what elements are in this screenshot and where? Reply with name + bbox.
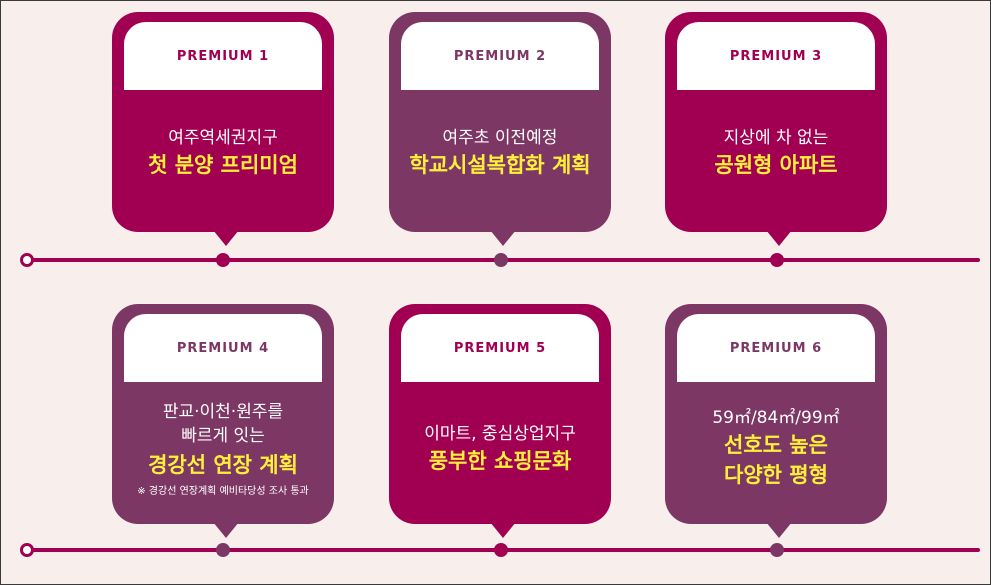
card-headline-2: 다양한 평형 [724, 463, 828, 487]
card-text: 59㎡/84㎡/99㎡ 선호도 높은 다양한 평형 [665, 406, 887, 490]
timeline-dot-3 [770, 253, 784, 267]
timeline-top [20, 253, 980, 267]
card-pointer [490, 522, 516, 538]
card-tab: PREMIUM 1 [124, 22, 322, 90]
card-pointer [213, 230, 239, 246]
premium-card-6: PREMIUM 6 59㎡/84㎡/99㎡ 선호도 높은 다양한 평형 [665, 304, 887, 538]
premium-label: PREMIUM 3 [729, 48, 823, 64]
card-subtitle: 59㎡/84㎡/99㎡ [712, 408, 840, 428]
card-tab: PREMIUM 5 [401, 314, 599, 382]
timeline-start-marker [20, 253, 34, 267]
card-subtitle: 판교·이천·원주를 [162, 402, 284, 422]
premium-card-3: PREMIUM 3 지상에 차 없는 공원형 아파트 [665, 12, 887, 246]
card-headline: 선호도 높은 [724, 433, 828, 457]
timeline-bottom [20, 543, 980, 557]
card-subtitle: 이마트, 중심상업지구 [424, 424, 576, 444]
premium-label: PREMIUM 4 [176, 340, 270, 356]
premium-label: PREMIUM 6 [729, 340, 823, 356]
card-tab: PREMIUM 6 [677, 314, 875, 382]
card-text: 이마트, 중심상업지구 풍부한 쇼핑문화 [389, 422, 611, 476]
card-tab: PREMIUM 3 [677, 22, 875, 90]
premium-card-1: PREMIUM 1 여주역세권지구 첫 분양 프리미엄 [112, 12, 334, 246]
card-text: 여주초 이전예정 학교시설복합화 계획 [389, 126, 611, 180]
card-headline: 첫 분양 프리미엄 [148, 153, 298, 177]
card-subtitle: 여주역세권지구 [168, 128, 278, 148]
card-headline: 학교시설복합화 계획 [409, 153, 591, 177]
card-pointer [213, 522, 239, 538]
premium-card-2: PREMIUM 2 여주초 이전예정 학교시설복합화 계획 [389, 12, 611, 246]
premium-label: PREMIUM 1 [176, 48, 270, 64]
card-headline: 풍부한 쇼핑문화 [428, 449, 572, 473]
timeline-dot-6 [770, 543, 784, 557]
card-headline: 경강선 연장 계획 [148, 453, 298, 477]
card-pointer [766, 522, 792, 538]
card-tab: PREMIUM 4 [124, 314, 322, 382]
card-text: 지상에 차 없는 공원형 아파트 [665, 126, 887, 180]
card-text: 판교·이천·원주를 빠르게 잇는 경강선 연장 계획 ※ 경강선 연장계획 예비… [112, 400, 334, 500]
card-note: ※ 경강선 연장계획 예비타당성 조사 통과 [137, 486, 309, 497]
timeline-start-marker [20, 543, 34, 557]
card-subtitle: 지상에 차 없는 [723, 128, 829, 148]
premium-card-4: PREMIUM 4 판교·이천·원주를 빠르게 잇는 경강선 연장 계획 ※ 경… [112, 304, 334, 538]
timeline-dot-1 [216, 253, 230, 267]
timeline-dot-5 [494, 543, 508, 557]
timeline-dot-2 [494, 253, 508, 267]
premium-label: PREMIUM 2 [453, 48, 547, 64]
card-tab: PREMIUM 2 [401, 22, 599, 90]
card-text: 여주역세권지구 첫 분양 프리미엄 [112, 126, 334, 180]
card-subtitle: 여주초 이전예정 [442, 128, 558, 148]
timeline-dot-4 [216, 543, 230, 557]
premium-card-5: PREMIUM 5 이마트, 중심상업지구 풍부한 쇼핑문화 [389, 304, 611, 538]
card-headline: 공원형 아파트 [714, 153, 838, 177]
premium-label: PREMIUM 5 [453, 340, 547, 356]
card-subtitle-2: 빠르게 잇는 [181, 426, 265, 446]
card-pointer [490, 230, 516, 246]
card-pointer [766, 230, 792, 246]
